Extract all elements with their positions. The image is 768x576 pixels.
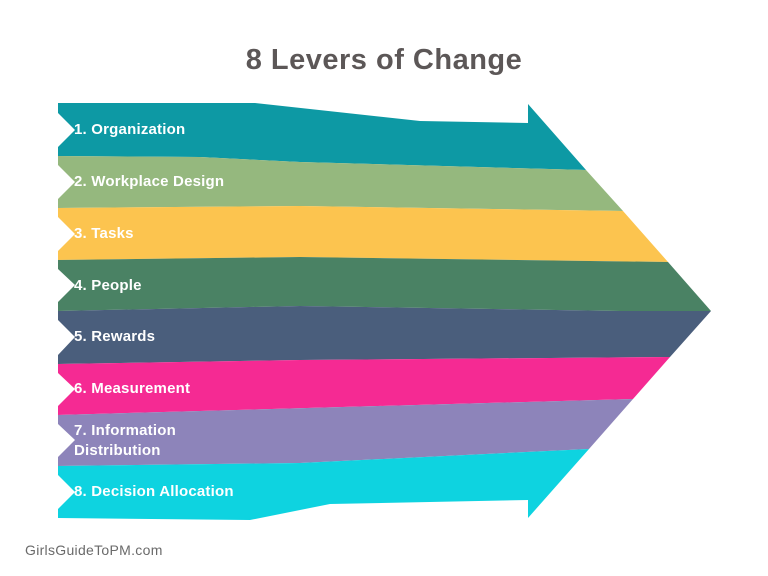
band-3-label: 3. Tasks [74,225,134,242]
band-1-label: 1. Organization [74,121,186,138]
band-1-shape [58,103,586,170]
band-4-label: 4. People [74,277,142,294]
band-2-label: 2. Workplace Design [74,173,225,190]
band-4-shape [58,257,711,311]
band-7-label: 7. Information Distribution [74,421,176,461]
band-7-label-line-2: Distribution [74,442,161,459]
band-5-shape [58,306,711,364]
band-7-shape [58,399,633,466]
band-6-label: 6. Measurement [74,380,191,397]
page-title: 8 Levers of Change [245,44,523,76]
band-8-label: 8. Decision Allocation [74,483,234,500]
band-3-shape [58,206,668,262]
band-6-shape [58,357,670,415]
band-7-label-line-1: 7. Information [74,422,176,439]
site-credit: GirlsGuideToPM.com [25,542,163,558]
band-2-shape [58,156,623,211]
band-8-shape [58,449,589,520]
band-5-label: 5. Rewards [74,328,156,345]
